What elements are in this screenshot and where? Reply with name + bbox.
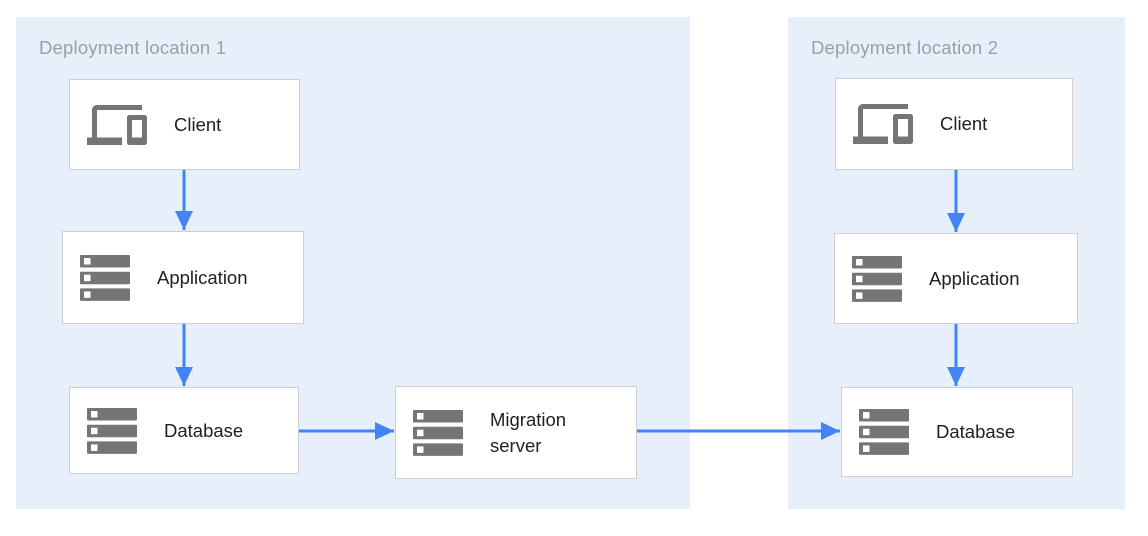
node-label: Application bbox=[929, 267, 1020, 289]
node-client-2: Client bbox=[835, 78, 1073, 170]
node-label: Client bbox=[940, 113, 988, 134]
region-title-2: Deployment location 2 bbox=[811, 37, 999, 58]
server-icon bbox=[859, 409, 909, 455]
node-client-1: Client bbox=[69, 79, 300, 170]
node-application-1: Application bbox=[62, 231, 304, 324]
node-database-2: Database bbox=[841, 387, 1073, 477]
node-label: Application bbox=[157, 266, 248, 288]
node-migration-server: Migration server bbox=[395, 386, 637, 479]
node-label: Database bbox=[936, 421, 1016, 442]
server-icon bbox=[80, 254, 130, 301]
server-icon bbox=[413, 409, 463, 456]
node-application-2: Application bbox=[834, 233, 1078, 324]
server-icon bbox=[87, 407, 137, 454]
node-label: Migration server bbox=[490, 408, 567, 456]
region-title-1: Deployment location 1 bbox=[39, 37, 227, 58]
node-label: Client bbox=[174, 113, 222, 135]
devices-icon bbox=[853, 94, 913, 154]
node-label: Database bbox=[164, 419, 244, 441]
server-icon bbox=[852, 255, 902, 302]
devices-icon bbox=[87, 95, 147, 155]
node-database-1: Database bbox=[69, 387, 299, 474]
